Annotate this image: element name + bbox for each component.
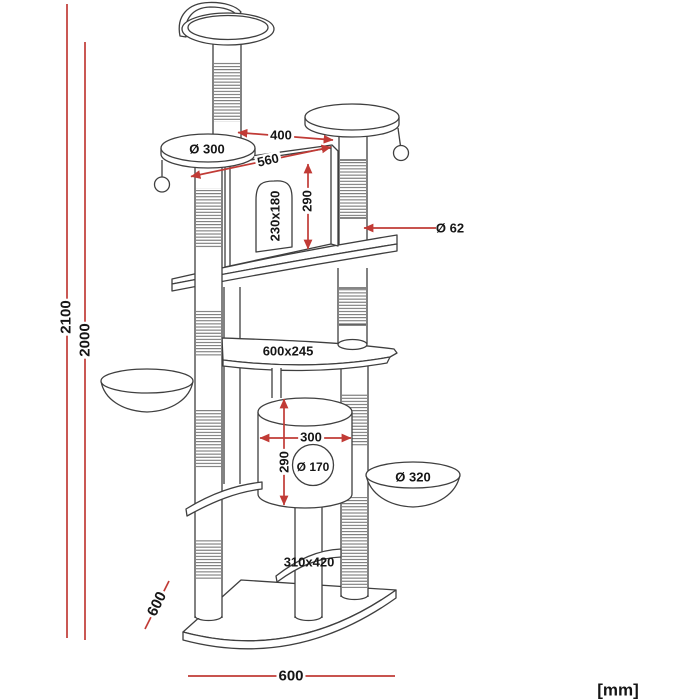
barrel-hole <box>291 443 335 487</box>
house-door-size-label: 230x180 <box>267 190 283 242</box>
secondary-height-label: 2000 <box>76 321 94 359</box>
hammock-diameter-label: Ø 320 <box>395 469 431 485</box>
barrel-width-label: 300 <box>298 429 324 445</box>
step-upper <box>185 481 263 517</box>
top-spacing-label: 400 <box>268 127 294 143</box>
ball-string <box>397 127 402 147</box>
support-post <box>223 287 241 484</box>
hammock-bowl-left <box>100 368 194 413</box>
house-door-arch <box>255 180 293 253</box>
unit-label: [mm] <box>597 680 639 700</box>
left-post <box>194 155 223 622</box>
right-post-upper <box>338 130 368 252</box>
post-diameter-label: Ø 62 <box>435 220 465 236</box>
house-height-label: 290 <box>299 188 315 214</box>
lower-step-size-label: 310x420 <box>283 554 335 570</box>
hammock-bowl-right <box>365 461 461 508</box>
right-post-mid <box>337 268 368 351</box>
total-height-label: 2100 <box>57 298 75 336</box>
barrel-height-label: 290 <box>276 449 292 475</box>
top-platform-diameter-label: Ø 300 <box>189 141 225 157</box>
middle-shelf-size-label: 600x245 <box>262 343 314 359</box>
hanging-ball <box>153 176 171 193</box>
barrel-hole-diameter-label: Ø 170 <box>296 460 330 474</box>
hanging-ball <box>392 144 410 162</box>
base-width-label: 600 <box>276 667 306 685</box>
step-lower <box>275 548 342 583</box>
connector-post <box>271 368 282 398</box>
top-perch <box>178 1 275 140</box>
barrel-house <box>257 397 353 509</box>
